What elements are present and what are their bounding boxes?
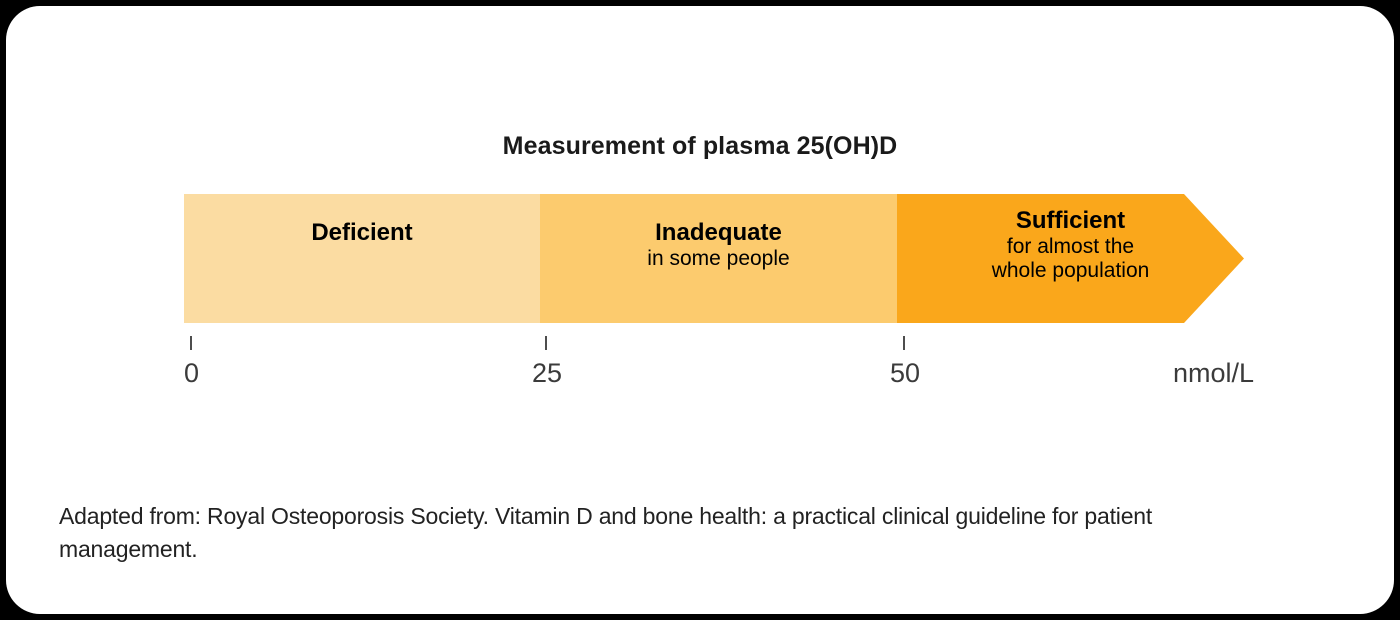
figure-caption: Adapted from: Royal Osteoporosis Society… [59, 503, 1153, 562]
band-label-sufficient-subtitle-line1: for almost the [1006, 234, 1135, 258]
band-inadequate[interactable] [540, 194, 897, 323]
band-label-sufficient-title: Sufficient [1015, 207, 1126, 234]
band-label-deficient: Deficient [184, 219, 540, 247]
band-label-inadequate: Inadequate in some people [540, 219, 897, 271]
scale-axis: 0 25 50 nmol/L [184, 330, 1254, 400]
band-label-inadequate-subtitle: in some people [647, 246, 790, 270]
axis-tick-0 [190, 336, 192, 350]
band-sufficient[interactable] [897, 194, 1244, 323]
vitamin-d-scale-bar: Deficient Inadequate in some people Suff… [184, 194, 1244, 323]
axis-tick-25 [545, 336, 547, 350]
page-title: Measurement of plasma 25(OH)D [502, 132, 898, 160]
axis-tick-label-0: 0 [184, 358, 200, 388]
axis-tick-label-25: 25 [532, 358, 563, 388]
band-label-sufficient-subtitle-line2: whole population [991, 259, 1150, 283]
band-label-deficient-title: Deficient [311, 219, 413, 246]
band-label-inadequate-title: Inadequate [655, 219, 782, 246]
axis-tick-50 [903, 336, 905, 350]
figure-card: Measurement of plasma 25(OH)D Deficient … [6, 6, 1394, 614]
band-label-sufficient: Sufficient for almost the whole populati… [897, 207, 1244, 284]
scale-bar-shape [184, 194, 1244, 323]
axis-tick-label-50: 50 [890, 358, 921, 388]
band-deficient[interactable] [184, 194, 540, 323]
axis-unit-label: nmol/L [1172, 358, 1254, 388]
